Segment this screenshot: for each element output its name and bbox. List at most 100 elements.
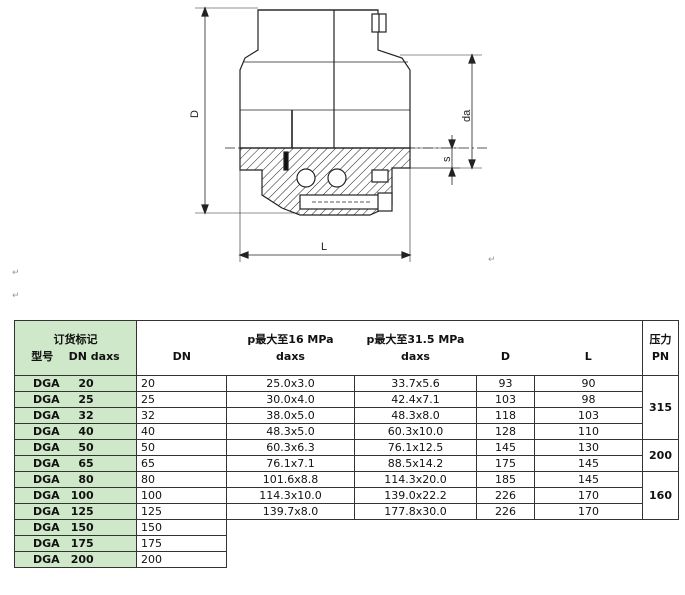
cutting-ring: [371, 169, 389, 183]
model-size: 125: [70, 505, 94, 518]
header-p31: p最大至31.5 MPa daxs: [354, 320, 477, 376]
header-p16: p最大至16 MPa daxs: [226, 320, 355, 376]
daxs31-cell: 76.1x12.5: [354, 439, 477, 456]
daxs16-cell: 101.6x8.8: [226, 471, 355, 488]
dn-cell: 25: [136, 391, 227, 408]
L-label: L: [584, 350, 592, 363]
model-cell: DGA 125: [14, 503, 137, 520]
dn-cell: 32: [136, 407, 227, 424]
D-cell: 145: [476, 439, 535, 456]
header-D: D: [476, 320, 535, 376]
L-cell: 170: [534, 503, 643, 520]
L-cell: 90: [534, 375, 643, 392]
daxs16-cell: 60.3x6.3: [226, 439, 355, 456]
model-size: 150: [70, 521, 94, 534]
daxs31-cell: 139.0x22.2: [354, 487, 477, 504]
dn-cell: 40: [136, 423, 227, 440]
model-label: 型号: [31, 350, 54, 363]
model-name: DGA: [33, 489, 60, 502]
daxs16-cell: 38.0x5.0: [226, 407, 355, 424]
dn-cell: 65: [136, 455, 227, 472]
model-dn-label: 型号 DN daxs: [19, 348, 132, 365]
model-size: 20: [78, 377, 94, 390]
daxs31-cell: 42.4x7.1: [354, 391, 477, 408]
D-cell: 93: [476, 375, 535, 392]
paragraph-mark: ↵: [12, 291, 20, 301]
header-L: L: [534, 320, 643, 376]
model-size: 200: [70, 553, 94, 566]
model-size: 100: [70, 489, 94, 502]
L-cell: 145: [534, 471, 643, 488]
model-name: DGA: [33, 457, 60, 470]
model-size: 80: [78, 473, 94, 486]
dn-cell: 80: [136, 471, 227, 488]
dn-cell: 150: [136, 519, 227, 536]
D-cell: 118: [476, 407, 535, 424]
daxs31-cell: 60.3x10.0: [354, 423, 477, 440]
order-label: 订货标记: [53, 333, 98, 346]
L-cell: 130: [534, 439, 643, 456]
daxs31-cell: 177.8x30.0: [354, 503, 477, 520]
header-order-mark: 订货标记 型号 DN daxs: [14, 320, 137, 376]
model-name: DGA: [33, 377, 60, 390]
pn-cell: 160: [642, 471, 679, 520]
o-ring-right: [327, 168, 347, 188]
daxs16-cell: 25.0x3.0: [226, 375, 355, 392]
model-name: DGA: [33, 537, 60, 550]
model-name: DGA: [33, 505, 60, 518]
D-cell: 185: [476, 471, 535, 488]
pressure-label: 压力: [649, 333, 672, 346]
D-cell: 226: [476, 487, 535, 504]
pn-cell: 200: [642, 439, 679, 472]
dn-label: DN: [172, 350, 191, 363]
p16-label: p最大至16 MPa: [247, 333, 334, 346]
daxs16-cell: 30.0x4.0: [226, 391, 355, 408]
specification-table: 订货标记 型号 DN daxs DN p最大至16 MPa daxs p最大至3…: [14, 320, 679, 568]
model-name: DGA: [33, 521, 60, 534]
daxs16-cell: 48.3x5.0: [226, 423, 355, 440]
D-cell: 103: [476, 391, 535, 408]
label-L: L: [321, 241, 327, 253]
model-name: DGA: [33, 425, 60, 438]
model-cell: DGA 80: [14, 471, 137, 488]
pn-label: PN: [651, 350, 670, 363]
label-da: da: [461, 109, 473, 122]
dn-cell: 125: [136, 503, 227, 520]
p31-sub-label: daxs: [401, 350, 430, 363]
paragraph-mark: ↵: [488, 255, 496, 265]
model-name: DGA: [33, 441, 60, 454]
dn-cell: 175: [136, 535, 227, 552]
L-cell: 110: [534, 423, 643, 440]
technical-drawing: D da s L: [189, 6, 490, 262]
L-cell: 145: [534, 455, 643, 472]
D-label: D: [500, 350, 511, 363]
p31-label: p最大至31.5 MPa: [366, 333, 465, 346]
daxs31-cell: 48.3x8.0: [354, 407, 477, 424]
paragraph-mark: ↵: [12, 268, 20, 278]
daxs16-cell: 114.3x10.0: [226, 487, 355, 504]
dn-cell: 100: [136, 487, 227, 504]
label-D: D: [189, 110, 201, 118]
L-cell: 98: [534, 391, 643, 408]
pn-cell: 315: [642, 375, 679, 440]
model-name: DGA: [33, 473, 60, 486]
daxs16-cell: 76.1x7.1: [226, 455, 355, 472]
D-cell: 128: [476, 423, 535, 440]
empty-cell: [226, 519, 679, 536]
model-cell: DGA 20: [14, 375, 137, 392]
daxs31-cell: 88.5x14.2: [354, 455, 477, 472]
dn-cell: 20: [136, 375, 227, 392]
